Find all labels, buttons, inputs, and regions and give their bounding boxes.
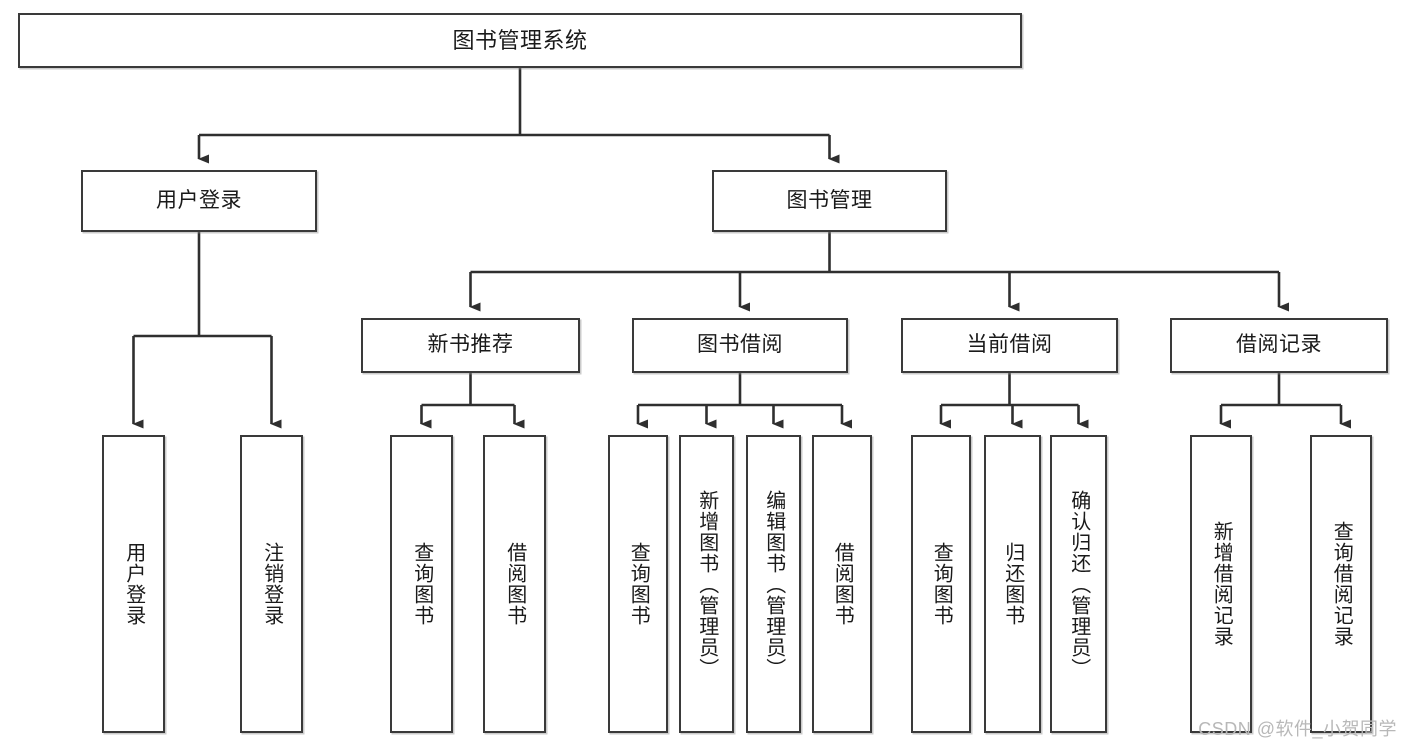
node-current-borrow[interactable]: 当前借阅 [901,318,1118,373]
node-leaf-query-book-3[interactable]: 查询图书 [911,435,971,733]
node-leaf-user-login[interactable]: 用户登录 [102,435,165,733]
node-leaf-borrow-book-1[interactable]: 借阅图书 [483,435,546,733]
node-label: 新增借阅记录 [1210,521,1233,647]
node-root[interactable]: 图书管理系统 [18,13,1022,68]
node-label: 查询图书 [627,542,650,626]
node-leaf-query-record[interactable]: 查询借阅记录 [1310,435,1372,733]
node-user-login[interactable]: 用户登录 [81,170,317,232]
node-leaf-query-book-1[interactable]: 查询图书 [390,435,453,733]
node-borrow-record[interactable]: 借阅记录 [1170,318,1388,373]
node-label: 借阅图书 [831,542,854,626]
node-label: 归还图书 [1001,542,1024,626]
node-label: 查询图书 [410,542,433,626]
node-label: 借阅图书 [503,542,526,626]
node-label: 新书推荐 [427,333,514,357]
node-label: 查询图书 [930,542,953,626]
node-label: 图书借阅 [697,333,783,357]
node-leaf-add-book[interactable]: 新增图书（管理员） [679,435,734,733]
node-leaf-edit-book[interactable]: 编辑图书（管理员） [746,435,801,733]
node-leaf-return-book[interactable]: 归还图书 [984,435,1041,733]
node-label: 图书管理 [786,188,873,212]
node-label: 查询借阅记录 [1330,521,1353,647]
node-book-borrow[interactable]: 图书借阅 [632,318,848,373]
node-label: 借阅记录 [1236,333,1322,357]
node-leaf-user-logout[interactable]: 注销登录 [240,435,303,733]
node-label: 图书管理系统 [452,27,588,53]
node-label: 编辑图书（管理员） [762,489,785,679]
node-book-mgmt[interactable]: 图书管理 [712,170,947,232]
node-leaf-add-record[interactable]: 新增借阅记录 [1190,435,1252,733]
edge-paths [132,68,1351,429]
node-leaf-confirm-return[interactable]: 确认归还（管理员） [1050,435,1107,733]
node-label: 用户登录 [156,188,242,212]
node-label: 新增图书（管理员） [695,489,718,679]
node-label: 确认归还（管理员） [1067,489,1090,679]
node-leaf-query-book-2[interactable]: 查询图书 [608,435,668,733]
node-label: 注销登录 [260,542,283,626]
node-label: 用户登录 [122,542,145,626]
node-leaf-borrow-book-2[interactable]: 借阅图书 [812,435,872,733]
node-new-book-rec[interactable]: 新书推荐 [361,318,580,373]
node-label: 当前借阅 [966,333,1053,357]
